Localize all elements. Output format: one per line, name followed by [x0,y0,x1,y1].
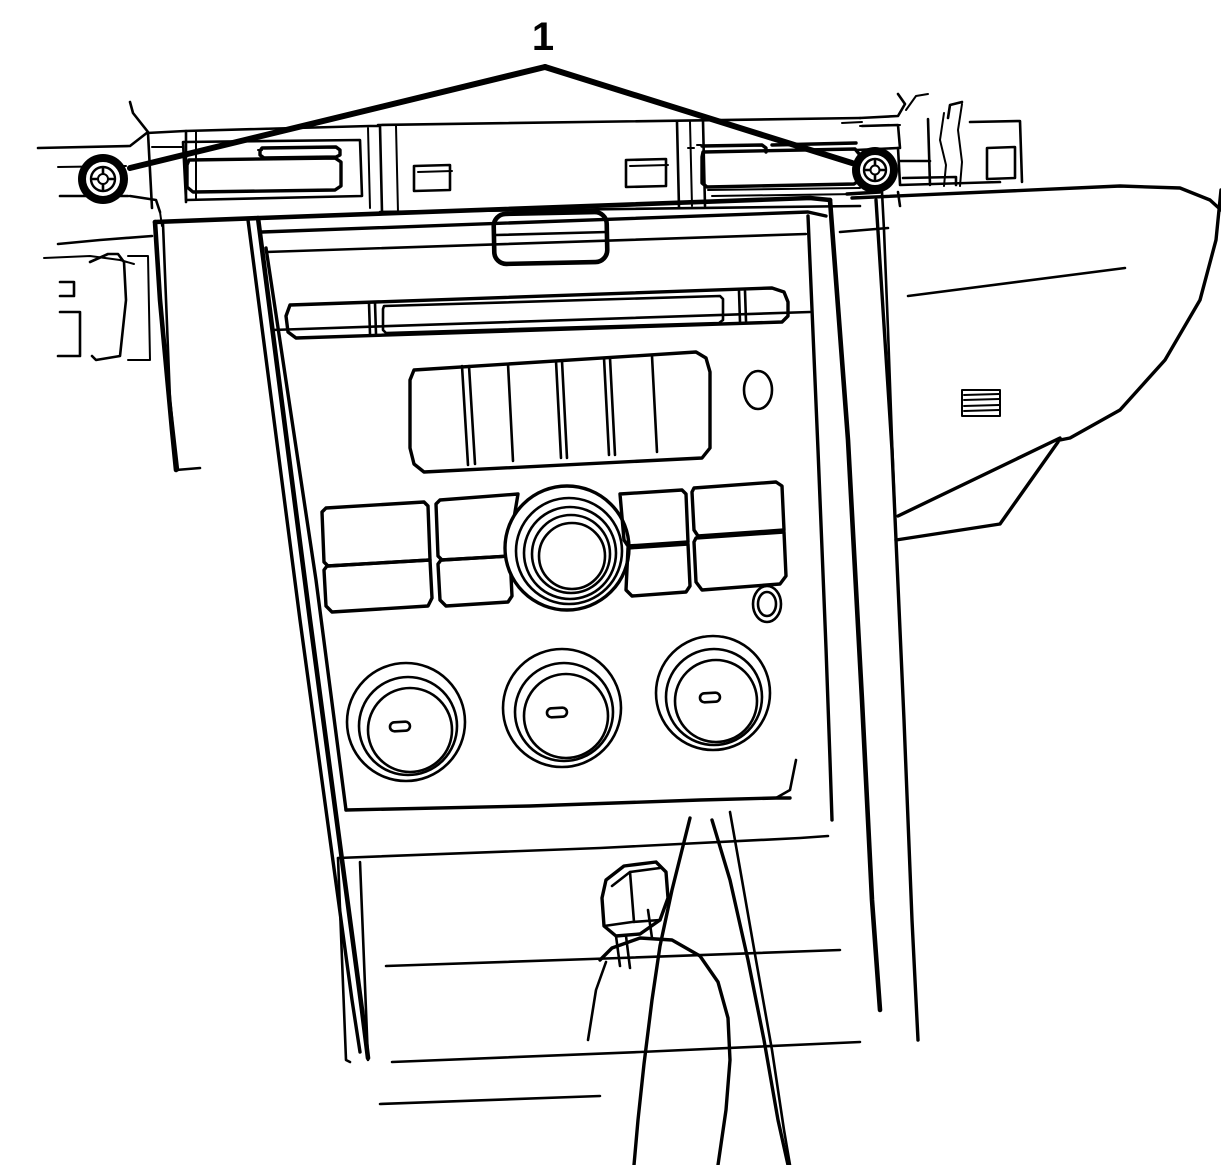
audio-button-lower-right[interactable] [692,530,788,592]
right-retaining-screw [852,147,898,193]
hvac-knob-temperature-pointer [388,720,412,733]
callout-label-1: 1 [532,15,554,59]
audio-button-lower-left[interactable] [322,558,434,614]
center-stack-face-panel [260,210,834,822]
preset-button-panel [408,350,712,474]
indicator-lamp-lower[interactable] [751,584,783,624]
indicator-lamp-upper[interactable] [742,369,774,411]
audio-button-upper-right[interactable] [690,480,786,538]
hvac-knob-mode-pointer [698,691,722,704]
upper-dash-structure-left [36,100,380,362]
left-instrument-panel-air-vent [181,138,364,202]
speaker-grille-detail [961,389,1001,417]
left-retaining-screw [78,154,128,204]
upper-dash-structure-right [841,92,1024,208]
volume-tuning-knob[interactable] [503,484,631,612]
audio-button-lower-mid-right[interactable] [624,542,692,598]
callout-leader-lines [127,64,855,171]
hvac-knob-mode[interactable] [654,634,772,752]
cd-insertion-slot [284,286,790,340]
hvac-knob-temperature[interactable] [345,661,467,783]
console-tunnel [586,810,792,1165]
hvac-knob-blower-pointer [545,706,569,719]
upper-center-trim-panel [491,209,610,267]
audio-button-upper-mid-right[interactable] [618,488,690,548]
upper-dash-cross-member [367,116,862,214]
hvac-knob-blower[interactable] [501,647,623,769]
center-stack-bezel [152,195,920,1061]
